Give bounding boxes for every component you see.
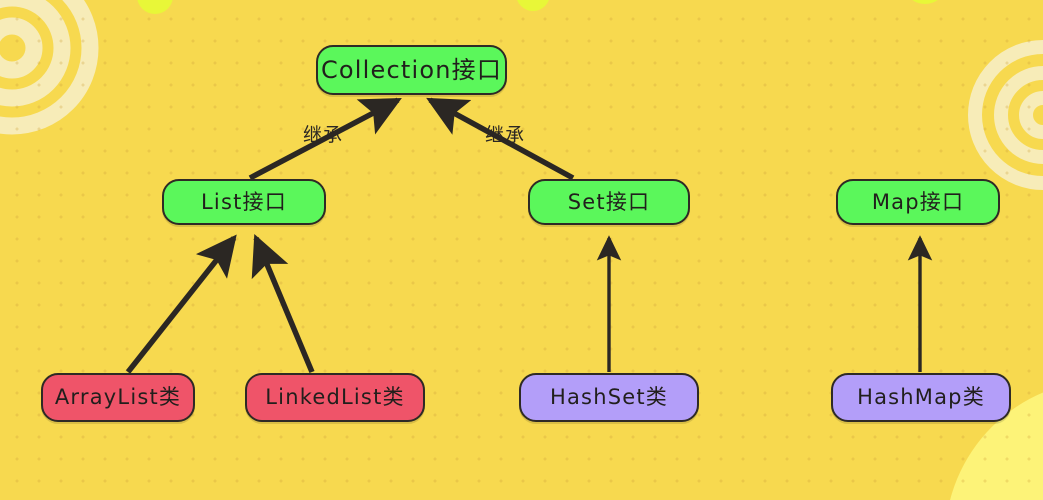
node-hashset-class[interactable]: HashSet类 (519, 373, 699, 422)
node-set-interface[interactable]: Set接口 (528, 179, 690, 225)
node-linkedlist-class[interactable]: LinkedList类 (245, 373, 425, 422)
node-hashset-label: HashSet类 (550, 385, 668, 409)
node-collection-label: Collection接口 (320, 56, 503, 84)
node-linkedlist-label: LinkedList类 (265, 385, 405, 409)
node-map-label: Map接口 (871, 189, 965, 214)
edge-label-inherit-right: 继承 (485, 124, 526, 146)
node-collection-interface[interactable]: Collection接口 (316, 45, 507, 95)
node-set-label: Set接口 (567, 189, 651, 214)
node-list-label: List接口 (201, 189, 287, 214)
edge-arraylist-to-list (125, 234, 237, 374)
edge-set-to-collection (426, 97, 575, 181)
node-hashmap-label: HashMap类 (857, 385, 985, 409)
node-list-interface[interactable]: List接口 (162, 179, 326, 225)
edge-linkedlist-to-list (251, 233, 315, 374)
node-hashmap-class[interactable]: HashMap类 (831, 373, 1011, 422)
node-arraylist-class[interactable]: ArrayList类 (41, 373, 195, 422)
edge-list-to-collection (248, 97, 402, 181)
node-map-interface[interactable]: Map接口 (836, 179, 1000, 225)
node-arraylist-label: ArrayList类 (54, 385, 182, 409)
edge-label-inherit-left: 继承 (303, 124, 344, 146)
